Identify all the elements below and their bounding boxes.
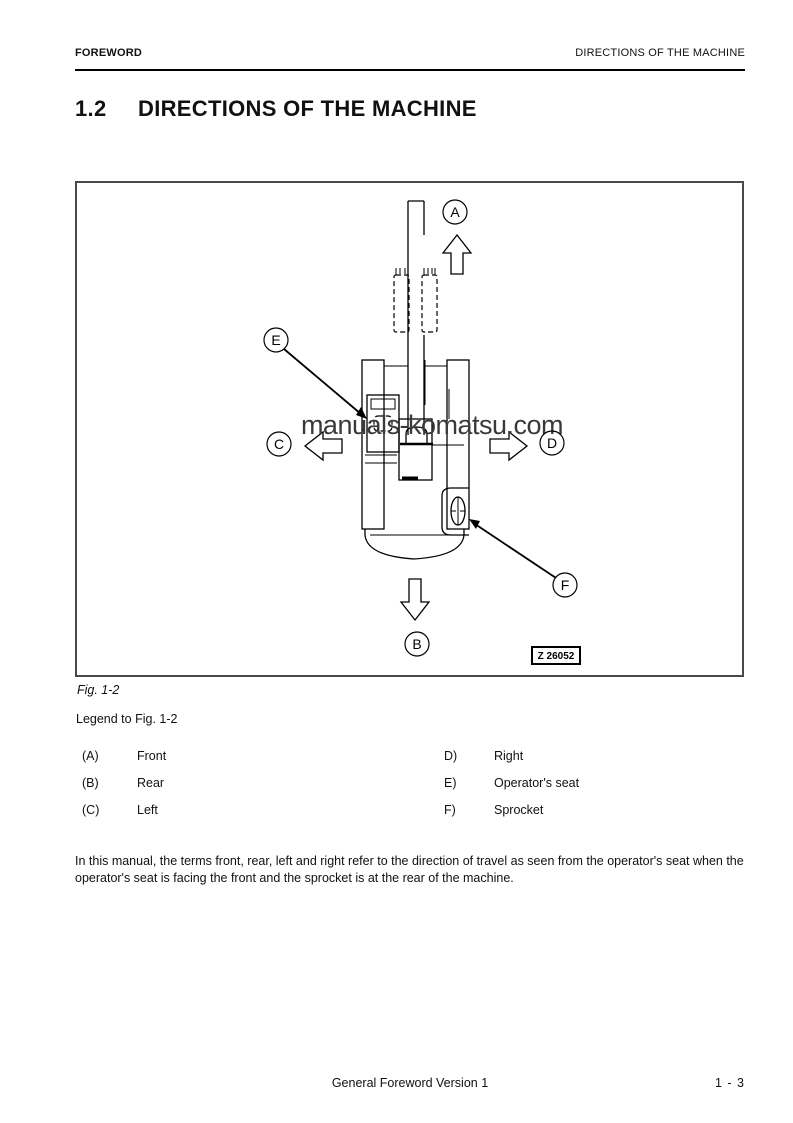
callout-circle-right bbox=[539, 430, 565, 456]
watermark-text: manuals-komatsu.com bbox=[301, 410, 563, 440]
seat-cushion bbox=[373, 415, 393, 432]
legend-label: Left bbox=[137, 803, 158, 817]
legend-label: Operator's seat bbox=[494, 776, 580, 790]
sprocket-housing bbox=[441, 487, 469, 536]
machine-direction-diagram: manuals-komatsu.com A B C D E F Z 26052 bbox=[263, 199, 581, 665]
callout-letter-sprocket: F bbox=[561, 577, 570, 593]
callout-letter-front: A bbox=[450, 204, 460, 220]
callout-letter-left: C bbox=[274, 436, 284, 452]
header-chapter-label: DIRECTIONS OF THE MACHINE bbox=[575, 47, 745, 59]
rear-arrow-icon bbox=[399, 578, 431, 622]
callout-circle-left bbox=[266, 431, 292, 457]
header-section-label: FOREWORD bbox=[75, 47, 142, 59]
legend-key: (B) bbox=[82, 776, 99, 790]
figure-caption: Fig. 1-2 bbox=[77, 683, 120, 697]
legend-key: (C) bbox=[82, 803, 100, 817]
callout-letter-rear: B bbox=[412, 636, 421, 652]
legend-label: Right bbox=[494, 749, 524, 763]
boom-outline bbox=[407, 200, 425, 435]
callout-circle-sprocket bbox=[552, 572, 578, 598]
sprocket-axis bbox=[451, 497, 465, 525]
counterweight-curve bbox=[364, 529, 465, 560]
callout-letter-right: D bbox=[547, 435, 557, 451]
callout-circle-front bbox=[442, 199, 468, 225]
track-left bbox=[361, 359, 385, 530]
front-arrow-icon bbox=[441, 233, 473, 275]
body-paragraph: In this manual, the terms front, rear, l… bbox=[75, 853, 744, 885]
sprocket-leader-line bbox=[474, 523, 557, 579]
legend-key: D) bbox=[444, 749, 458, 763]
drawing-number-box bbox=[531, 646, 581, 665]
legend-table: (A) Front D) Right (B) Rear E) Operator'… bbox=[82, 750, 742, 817]
legend-heading: Legend to Fig. 1-2 bbox=[76, 712, 178, 726]
callout-circle-rear bbox=[404, 631, 430, 657]
operator-seat-leader-head bbox=[356, 407, 367, 419]
right-arrow-icon bbox=[489, 430, 529, 462]
legend-label: Rear bbox=[137, 776, 165, 790]
footer-version-text: General Foreword Version 1 bbox=[331, 1076, 489, 1090]
footer-page-number: 1 - 3 bbox=[714, 1076, 745, 1090]
seat-headrest bbox=[370, 398, 396, 410]
arm-left-link bbox=[393, 274, 410, 333]
page-title: 1.2 DIRECTIONS OF THE MACHINE bbox=[75, 96, 477, 122]
header-rule bbox=[75, 69, 745, 71]
seat-base-lines bbox=[365, 454, 397, 464]
arm-right-clevis bbox=[423, 268, 436, 275]
figure-box: manuals-komatsu.com A B C D E F Z 26052 bbox=[75, 181, 744, 677]
arm-left-clevis bbox=[395, 268, 409, 275]
drawing-number-text: Z 26052 bbox=[538, 651, 575, 662]
callout-circle-operator-seat bbox=[263, 327, 289, 353]
legend-key: E) bbox=[444, 776, 457, 790]
section-number: 1.2 bbox=[75, 96, 107, 121]
left-arrow-icon bbox=[303, 430, 343, 462]
section-title-text: DIRECTIONS OF THE MACHINE bbox=[138, 96, 477, 121]
arm-right-link bbox=[421, 274, 438, 333]
boom-base-box bbox=[398, 418, 433, 481]
legend-key: F) bbox=[444, 803, 456, 817]
legend-key: (A) bbox=[82, 749, 99, 763]
operator-seat-leader-line bbox=[283, 348, 362, 415]
deck-lines bbox=[384, 360, 450, 419]
legend-label: Sprocket bbox=[494, 803, 544, 817]
sprocket-leader-head bbox=[469, 519, 480, 529]
callout-letter-operator-seat: E bbox=[271, 332, 280, 348]
legend-label: Front bbox=[137, 749, 167, 763]
swing-bracket bbox=[405, 426, 428, 443]
